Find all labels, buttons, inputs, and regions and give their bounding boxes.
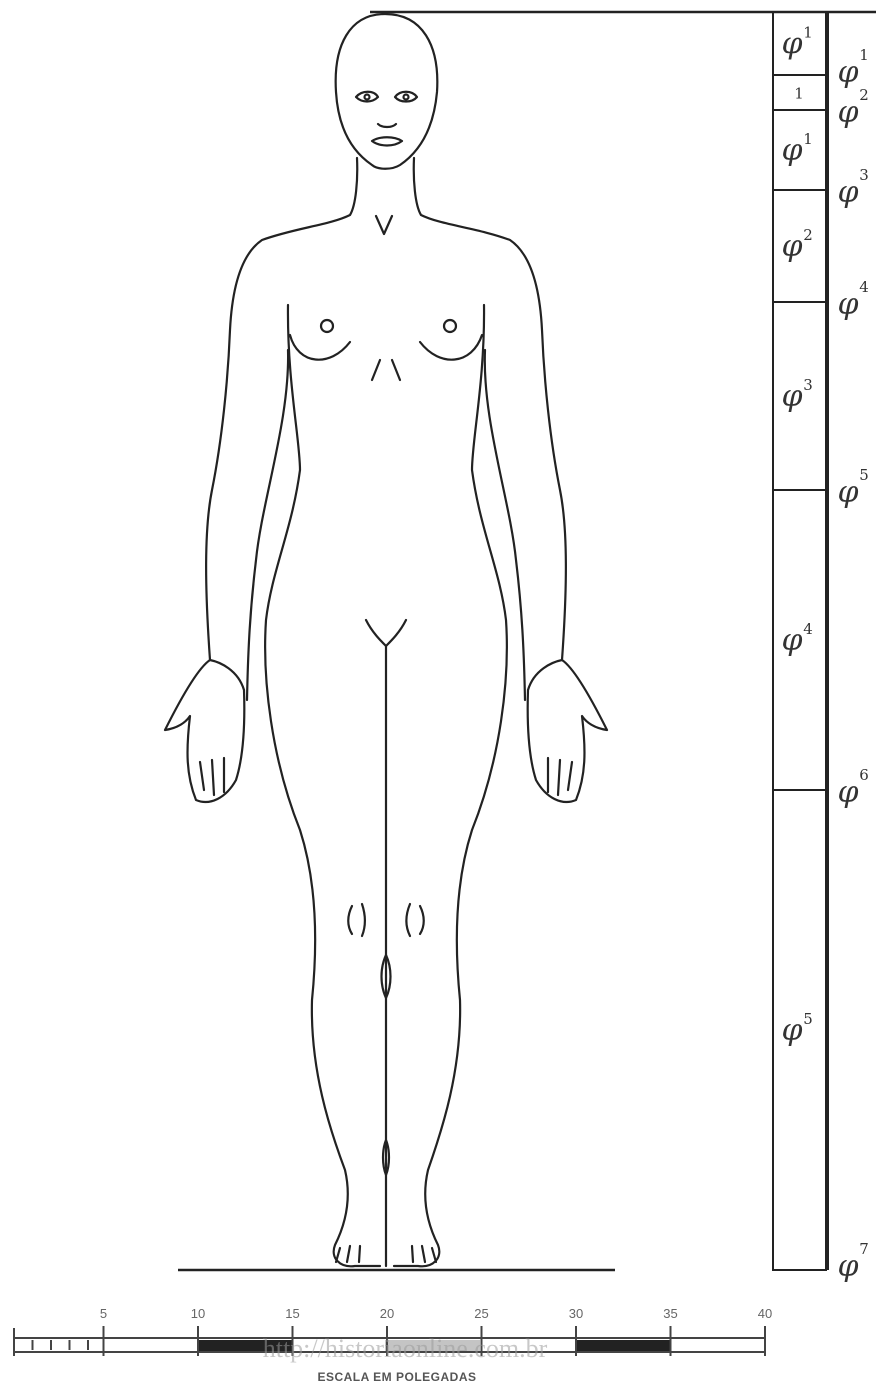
ribs-left — [372, 360, 380, 380]
ruler-right-index: 7 — [859, 1240, 869, 1258]
left-nipple — [321, 320, 333, 332]
scale-tick-label: 30 — [569, 1306, 583, 1321]
right-pupil — [404, 95, 409, 100]
neck-right — [414, 158, 566, 660]
torso-right — [394, 305, 507, 1266]
scale-tick-label: 10 — [191, 1306, 205, 1321]
human-figure — [165, 14, 607, 1266]
ruler-left-index: 1 — [803, 130, 813, 148]
left-fingers — [200, 758, 224, 795]
ruler-right-index: 2 — [859, 86, 869, 104]
scale-fill-2 — [575, 1340, 670, 1351]
ruler-left-symbol: φ — [781, 1013, 802, 1048]
ruler-left-index: 2 — [803, 226, 813, 244]
pelvis-v — [366, 620, 406, 646]
left-breast — [290, 335, 350, 360]
ruler-right-symbol: φ — [837, 55, 858, 90]
ruler-right-symbol: φ — [837, 175, 858, 210]
ruler-right-symbol: φ — [837, 775, 858, 810]
ruler-right-index: 1 — [859, 46, 869, 64]
scale-tick-label: 25 — [474, 1306, 488, 1321]
ruler-left-dividers — [773, 75, 826, 790]
ruler-right-index: 5 — [859, 466, 869, 484]
ruler-left-symbol: φ — [781, 229, 802, 264]
right-knee-mark — [406, 904, 424, 936]
left-knee-mark — [348, 904, 365, 936]
ruler-right-symbol: φ — [837, 1249, 858, 1284]
ruler-left-index: 4 — [803, 620, 813, 638]
ruler-right-symbol: φ — [837, 287, 858, 322]
scale-tick-label: 20 — [380, 1306, 394, 1321]
ruler-right-symbol: φ — [837, 475, 858, 510]
scale-tick-label: 35 — [663, 1306, 677, 1321]
left-pupil — [365, 95, 370, 100]
ribs-right — [392, 360, 400, 380]
nose — [378, 124, 396, 127]
ruler-right-index: 3 — [859, 166, 869, 184]
ruler-right-index: 6 — [859, 766, 869, 784]
right-fingers — [548, 758, 572, 795]
right-inner-arm — [485, 350, 525, 700]
right-toes — [412, 1246, 436, 1262]
ruler-left-symbol: φ — [781, 379, 802, 414]
ruler-left-index: 1 — [794, 85, 804, 103]
ruler-left-symbol: φ — [781, 27, 802, 62]
scale-title: ESCALA EM POLEGADAS — [317, 1370, 476, 1384]
scale-tick-label: 15 — [285, 1306, 299, 1321]
ruler-right-index: 4 — [859, 278, 869, 296]
left-hand — [165, 660, 244, 802]
right-nipple — [444, 320, 456, 332]
right-hand — [528, 660, 607, 802]
scale-tick-label: 5 — [100, 1306, 107, 1321]
neck-left — [206, 158, 357, 660]
scale-subticks — [33, 1340, 89, 1350]
left-toes — [336, 1246, 360, 1262]
ruler-right-symbol: φ — [837, 95, 858, 130]
ruler-left-symbol: φ — [781, 133, 802, 168]
ruler-left-index: 5 — [803, 1010, 813, 1028]
watermark-text: http://historiaonline.com.br — [263, 1334, 548, 1363]
torso-left — [265, 305, 380, 1266]
ruler-left-symbol: φ — [781, 623, 802, 658]
sternal-notch — [376, 216, 392, 234]
ruler-left-index: 3 — [803, 376, 813, 394]
mouth — [372, 137, 402, 145]
right-breast — [420, 335, 482, 360]
ruler-left-index: 1 — [803, 24, 813, 42]
scale-tick-label: 40 — [758, 1306, 772, 1321]
left-inner-arm — [247, 350, 288, 700]
